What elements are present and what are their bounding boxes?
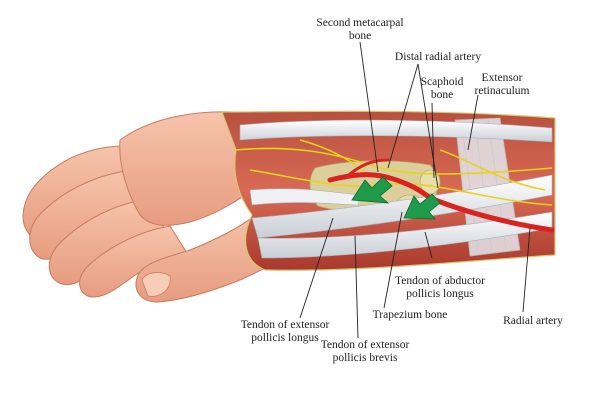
label-trapezium-bone: Trapezium bone bbox=[372, 309, 448, 321]
arteries bbox=[327, 158, 555, 233]
green-arrow-right bbox=[403, 193, 441, 220]
label-tendon-abductor-pollicis-longus: Tendon of abductor pollicis longus bbox=[395, 275, 485, 300]
fingers bbox=[22, 145, 191, 298]
label-radial-artery: Radial artery bbox=[503, 315, 563, 327]
label-distal-radial-artery: Distal radial artery bbox=[394, 51, 482, 63]
leader-lines bbox=[299, 41, 531, 339]
green-arrows bbox=[351, 176, 441, 220]
hand-dorsum bbox=[119, 111, 263, 226]
label-scaphoid-bone: Scaphoid bone bbox=[420, 76, 464, 101]
tendons bbox=[239, 119, 553, 259]
label-tendon-extensor-pollicis-brevis: Tendon of extensor pollicis brevis bbox=[320, 339, 410, 364]
green-arrow-left bbox=[351, 176, 393, 204]
label-extensor-retinaculum: Extensor retinaculum bbox=[474, 72, 530, 97]
label-tendon-extensor-pollicis-longus: Tendon of extensor pollicis longus bbox=[240, 319, 330, 344]
label-second-metacarpal-bone: Second metacarpal bone bbox=[316, 17, 404, 42]
